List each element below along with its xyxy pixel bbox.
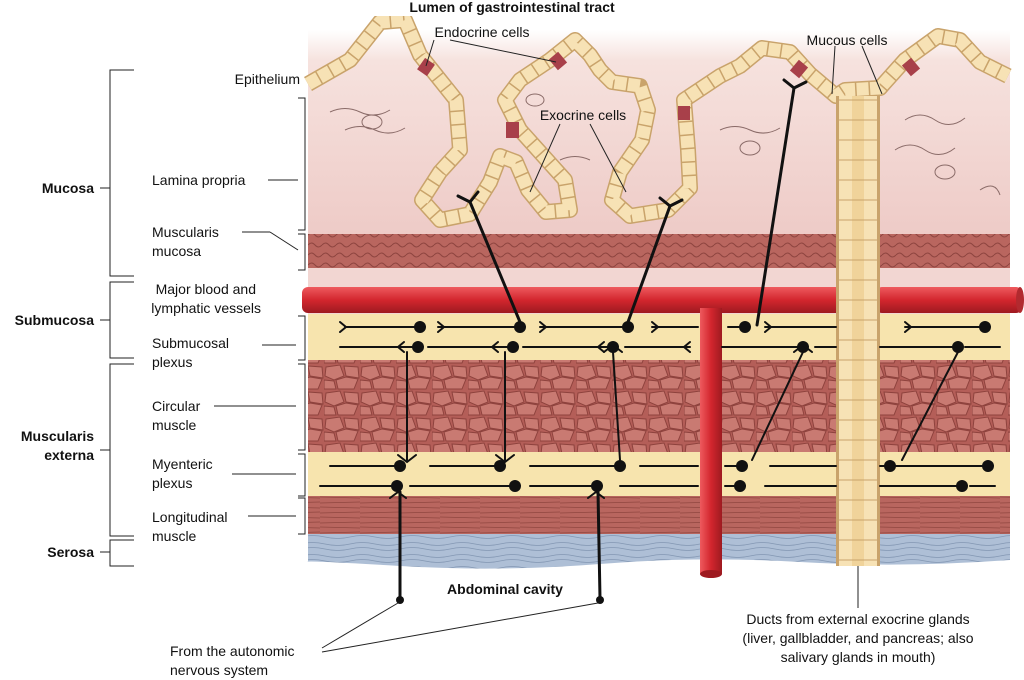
mucosa-group-label: Mucosa xyxy=(42,180,94,196)
autonomic-label-line1: From the autonomic xyxy=(170,643,295,659)
myenteric-plexus-layer xyxy=(308,452,1010,496)
submucosa-layer xyxy=(308,268,1010,284)
myenteric-plexus-label-line1: Myenteric xyxy=(152,456,213,472)
myenteric-plexus-neurons xyxy=(319,460,996,492)
layer-brackets xyxy=(100,69,306,567)
serosa-group-label: Serosa xyxy=(47,544,94,560)
serosa-layer xyxy=(307,534,1010,569)
circular-muscle-layer xyxy=(308,360,1010,452)
blood-vessels-label-line1: Major blood and xyxy=(156,281,256,297)
muscularis-externa-group-label-line1: Muscularis xyxy=(21,428,94,444)
nerve-fibers xyxy=(389,78,959,604)
ducts-label-line3: salivary glands in mouth) xyxy=(781,649,936,665)
ducts-label-line1: Ducts from external exocrine glands xyxy=(746,611,969,627)
endocrine-cell-markers xyxy=(417,51,921,138)
blood-vessels-label-line2: lymphatic vessels xyxy=(151,300,261,316)
lumen-title: Lumen of gastrointestinal tract xyxy=(409,0,615,15)
myenteric-plexus-label-line2: plexus xyxy=(152,475,192,491)
lamina-propria-label: Lamina propria xyxy=(152,172,246,188)
longitudinal-muscle-label-line1: Longitudinal xyxy=(152,509,228,525)
longitudinal-muscle-label-line2: muscle xyxy=(152,528,197,544)
epithelium-label: Epithelium xyxy=(235,71,300,87)
submucosal-plexus-neurons xyxy=(339,321,1001,353)
mucous-cells-label: Mucous cells xyxy=(807,32,888,48)
submucosa-group-label: Submucosa xyxy=(15,312,95,328)
ducts-label-line2: (liver, gallbladder, and pancreas; also xyxy=(742,630,973,646)
circular-muscle-label-line2: muscle xyxy=(152,417,197,433)
leader-lines xyxy=(214,39,883,653)
autonomic-label-line2: nervous system xyxy=(170,662,268,678)
exocrine-duct xyxy=(836,96,880,566)
submucosal-plexus-label-line2: plexus xyxy=(152,354,192,370)
circular-muscle-label-line1: Circular xyxy=(152,398,201,414)
endocrine-cells-label: Endocrine cells xyxy=(435,24,530,40)
submucosal-plexus-label-line1: Submucosal xyxy=(152,335,229,351)
abdominal-cavity-label: Abdominal cavity xyxy=(447,581,563,597)
exocrine-cells-label: Exocrine cells xyxy=(540,107,626,123)
longitudinal-muscle-layer xyxy=(308,496,1010,534)
muscularis-mucosa-label-line1: Muscularis xyxy=(152,224,219,240)
muscularis-mucosa-label-line2: mucosa xyxy=(152,243,201,259)
lamina-propria-texture xyxy=(329,93,1001,196)
submucosal-plexus-layer xyxy=(308,314,1010,360)
muscularis-externa-group-label-line2: externa xyxy=(44,447,94,463)
major-blood-vessel xyxy=(302,287,1024,578)
